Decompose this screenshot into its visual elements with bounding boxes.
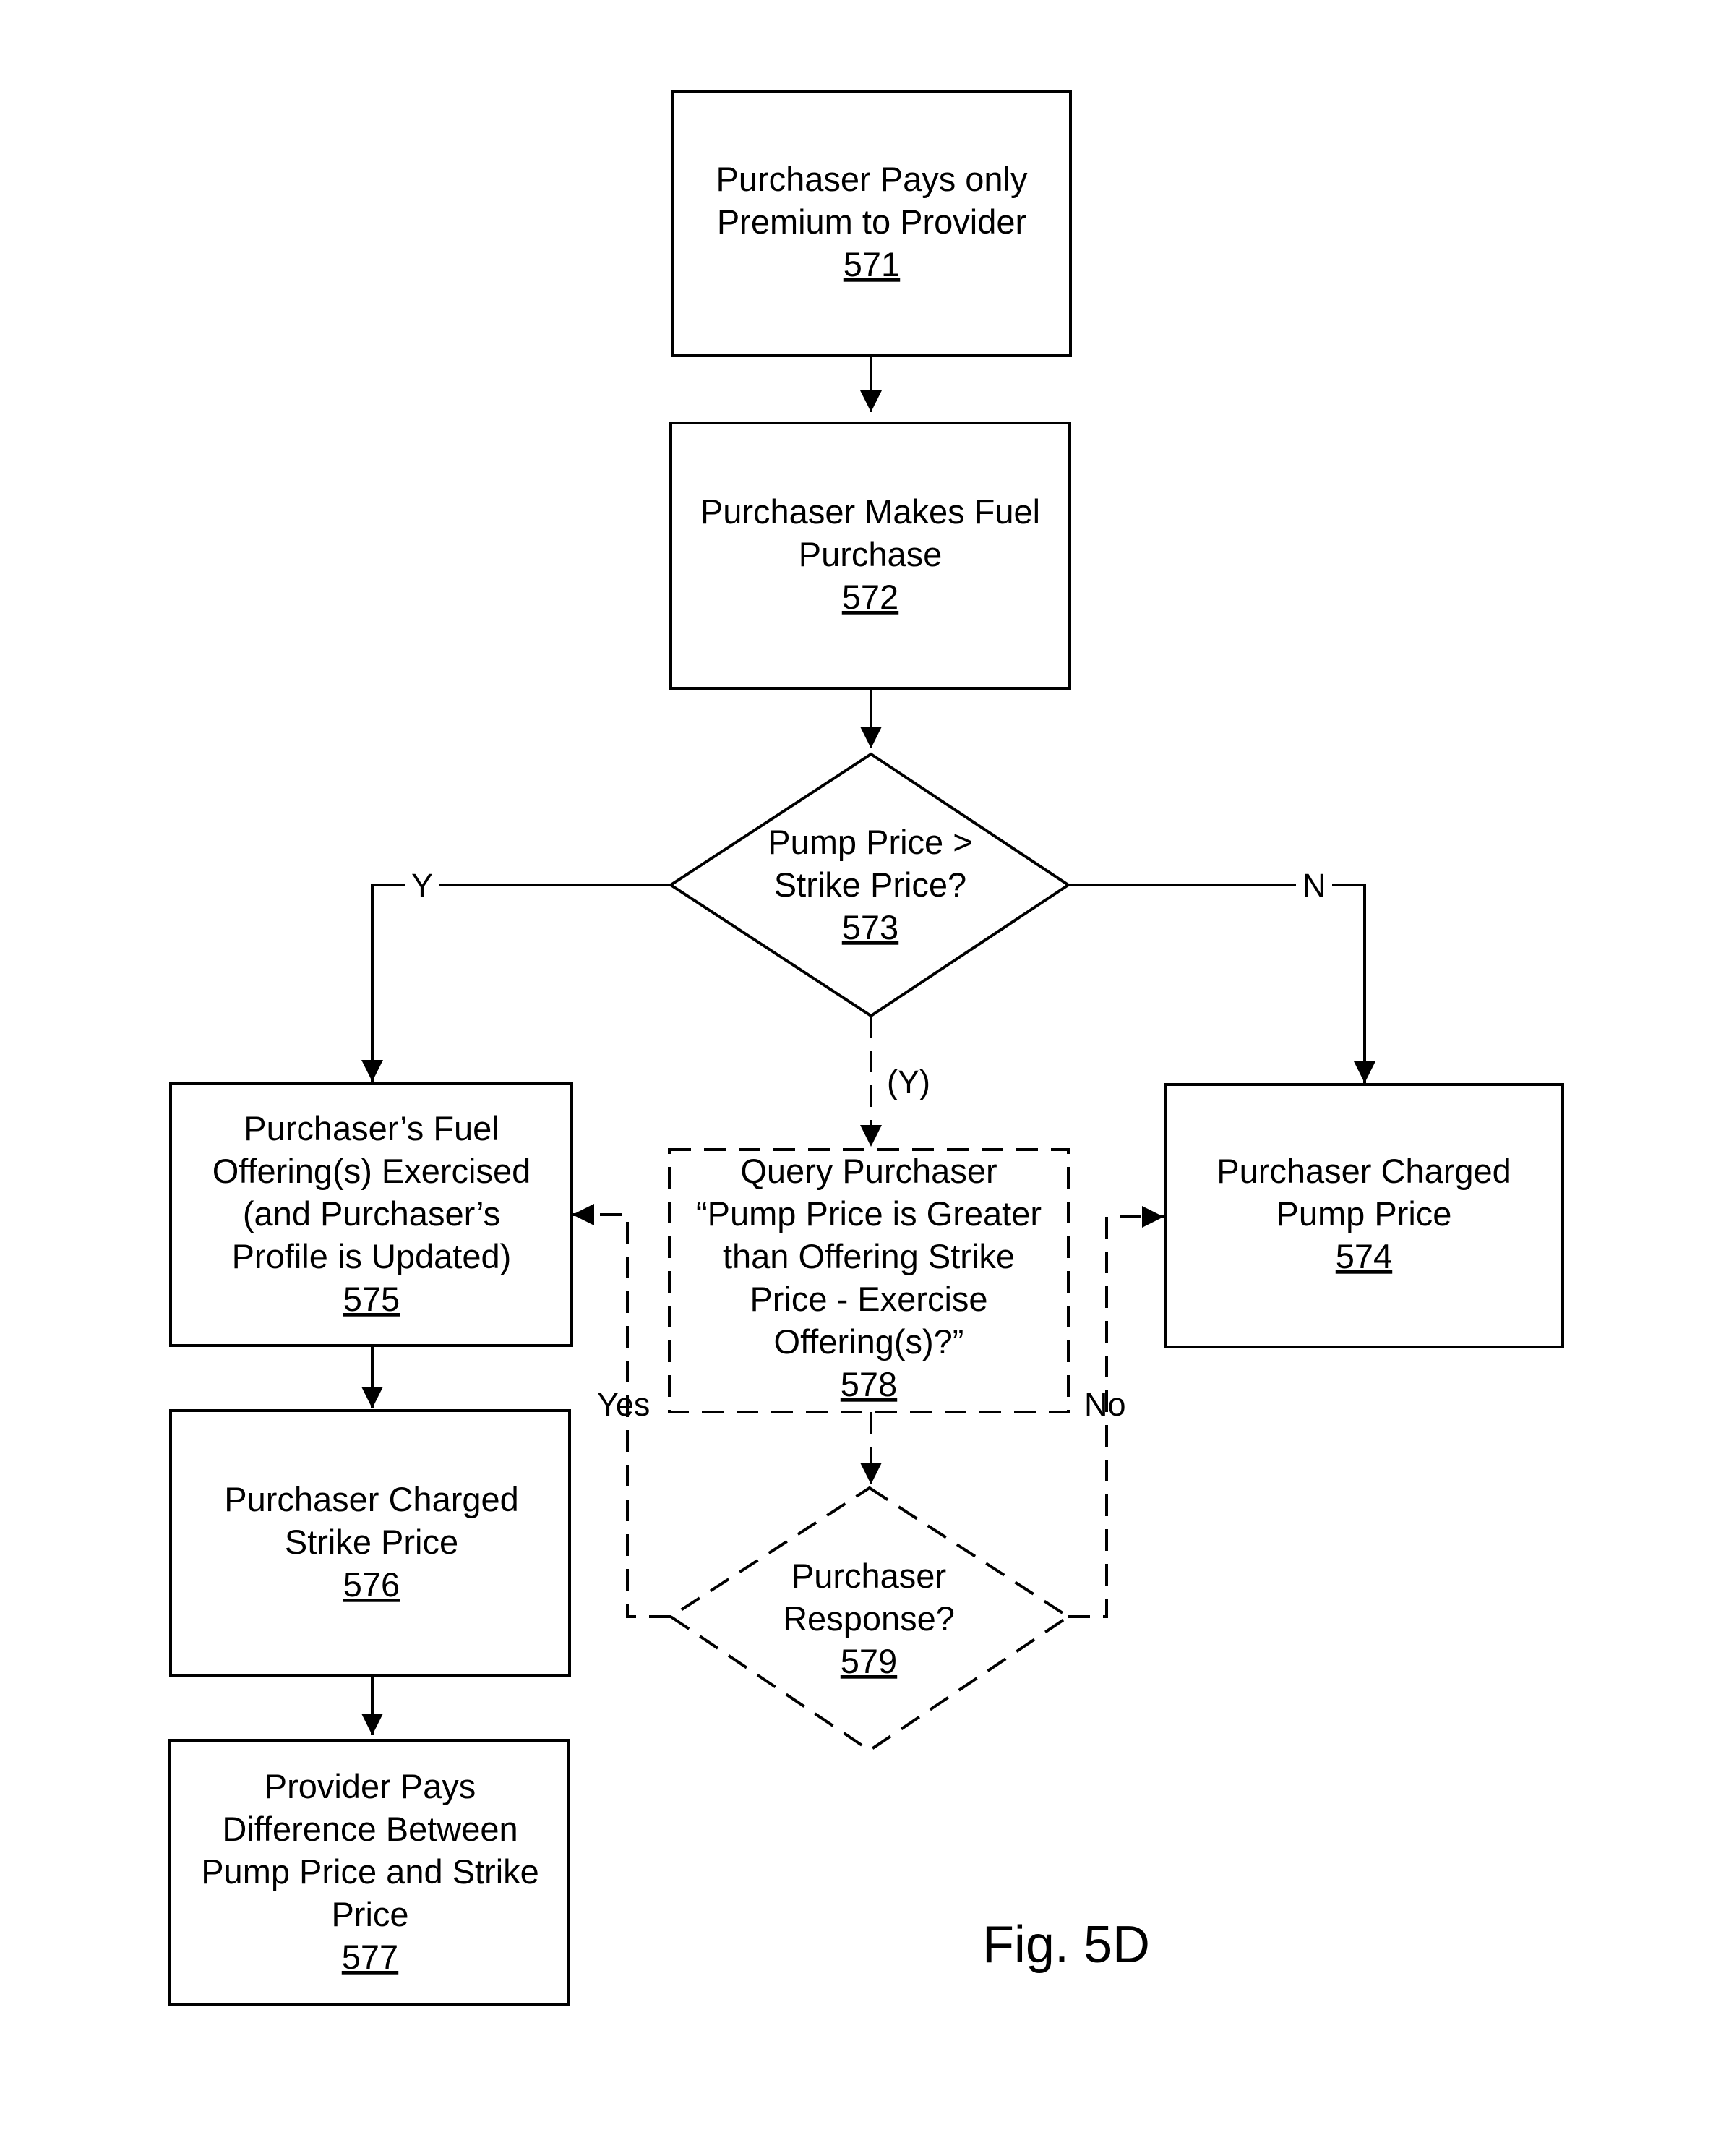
node-579-line-2: Response?: [783, 1599, 955, 1638]
edge-label-y: Y: [411, 867, 433, 904]
node-579-ref: 579: [841, 1642, 897, 1680]
node-577-line-4: Price: [331, 1895, 408, 1933]
edge-label-n: N: [1302, 867, 1326, 904]
node-572-ref: 572: [842, 578, 898, 616]
node-574-line-1: Purchaser Charged: [1216, 1152, 1511, 1190]
edge-573-575-yes: [372, 885, 671, 1082]
node-578-line-2: “Pump Price is Greater: [696, 1194, 1042, 1233]
shapes: [169, 91, 1563, 2004]
figure-label: Fig. 5D: [982, 1916, 1150, 1974]
node-573-ref: 573: [842, 908, 898, 946]
edge-label-no: No: [1084, 1386, 1126, 1423]
node-578-line-4: Price - Exercise: [750, 1280, 987, 1318]
node-571-ref: 571: [844, 245, 900, 283]
node-578-line-1: Query Purchaser: [740, 1152, 997, 1190]
node-577-ref: 577: [342, 1938, 398, 1976]
node-577-line-3: Pump Price and Strike: [201, 1852, 539, 1891]
node-575-line-4: Profile is Updated): [232, 1237, 512, 1275]
node-574-ref: 574: [1336, 1237, 1392, 1275]
edge-label-y-optional: (Y): [887, 1064, 930, 1100]
node-574-line-2: Pump Price: [1276, 1194, 1452, 1233]
node-571-line-1: Purchaser Pays only: [716, 160, 1028, 198]
node-579-line-1: Purchaser: [791, 1557, 946, 1595]
node-575-line-3: (and Purchaser’s: [243, 1194, 500, 1233]
node-572-line-1: Purchaser Makes Fuel: [700, 492, 1040, 531]
node-576-line-1: Purchaser Charged: [224, 1480, 519, 1518]
node-573-line-1: Pump Price >: [768, 823, 972, 861]
node-578-ref: 578: [841, 1365, 897, 1403]
node-575-line-2: Offering(s) Exercised: [213, 1152, 531, 1190]
edge-label-yes: Yes: [597, 1386, 650, 1423]
node-573-line-2: Strike Price?: [774, 865, 966, 904]
node-575-line-1: Purchaser’s Fuel: [244, 1109, 499, 1147]
node-578-line-3: than Offering Strike: [723, 1237, 1015, 1275]
edge-573-574-no: [1068, 885, 1365, 1083]
node-576-ref: 576: [343, 1565, 400, 1604]
node-577-line-1: Provider Pays: [265, 1767, 476, 1805]
node-577-line-2: Difference Between: [222, 1810, 518, 1848]
node-572-line-2: Purchase: [799, 535, 943, 573]
node-576-line-2: Strike Price: [285, 1523, 458, 1561]
node-578-line-5: Offering(s)?”: [774, 1322, 964, 1361]
node-575-ref: 575: [343, 1280, 400, 1318]
node-571-line-2: Premium to Provider: [717, 202, 1026, 241]
